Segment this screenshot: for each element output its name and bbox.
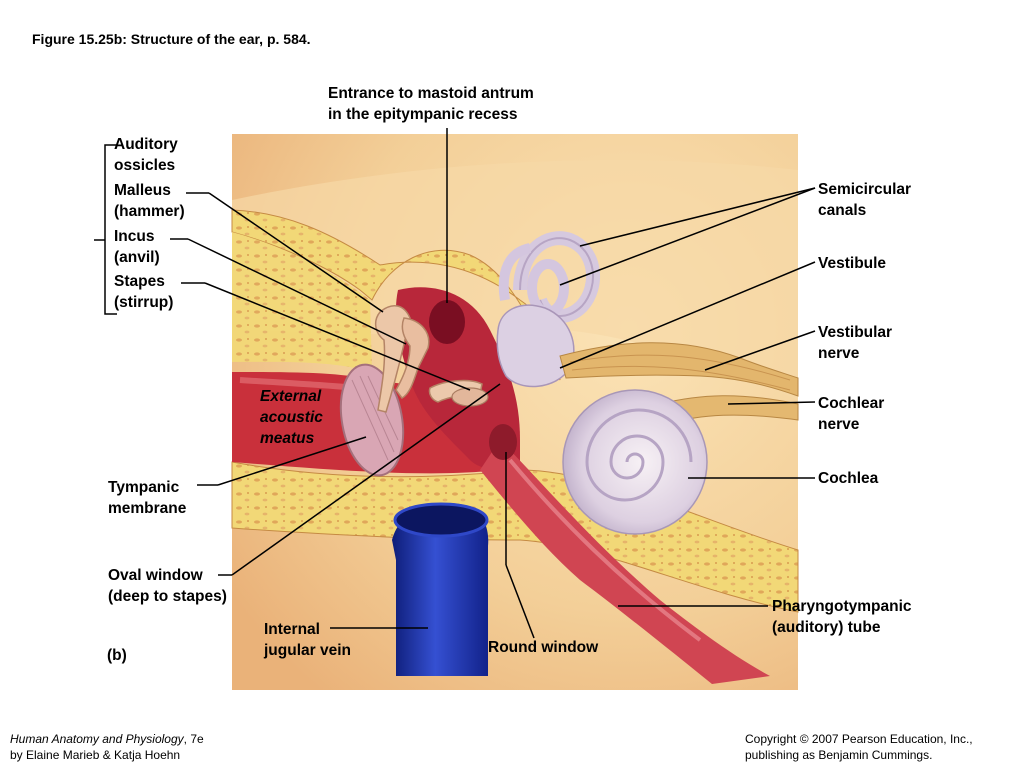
jugular-vein-shape: [392, 503, 489, 676]
mastoid-entrance-shape: [429, 300, 465, 344]
label-cochlea: Cochlea: [818, 470, 879, 487]
temporal-bone-upper: [231, 209, 561, 381]
cochlea-shape: [562, 389, 708, 535]
book-authors: by Elaine Marieb & Katja Hoehn: [10, 748, 181, 762]
leader-lines: [170, 128, 816, 639]
footer-book-credit: Human Anatomy and Physiology, 7e by Elai…: [10, 731, 204, 763]
label-oval-window: Oval window(deep to stapes): [108, 567, 227, 605]
footer-copyright: Copyright © 2007 Pearson Education, Inc.…: [745, 731, 973, 763]
book-title: Human Anatomy and Physiology: [10, 732, 184, 746]
round-window-shape: [489, 424, 517, 460]
figure-caption: Figure 15.25b: Structure of the ear, p. …: [32, 31, 311, 47]
panel-label: (b): [107, 647, 127, 664]
label-round-window: Round window: [488, 639, 599, 656]
label-pharyngotympanic-tube: Pharyngotympanic(auditory) tube: [772, 598, 912, 636]
label-incus: Incus(anvil): [114, 228, 160, 266]
copyright-line-2: publishing as Benjamin Cummings.: [745, 748, 933, 762]
book-edition: , 7e: [183, 732, 204, 746]
pharyngotympanic-tube-shape: [480, 440, 770, 684]
incus-shape: [395, 317, 430, 399]
temporal-bone-upper-band: [232, 210, 372, 372]
copyright-line-1: Copyright © 2007 Pearson Education, Inc.…: [745, 732, 973, 746]
label-stapes: Stapes(stirrup): [114, 273, 174, 311]
ossicles-bracket: [104, 144, 117, 315]
label-vestibule: Vestibule: [818, 255, 887, 272]
label-malleus: Malleus(hammer): [114, 182, 185, 220]
